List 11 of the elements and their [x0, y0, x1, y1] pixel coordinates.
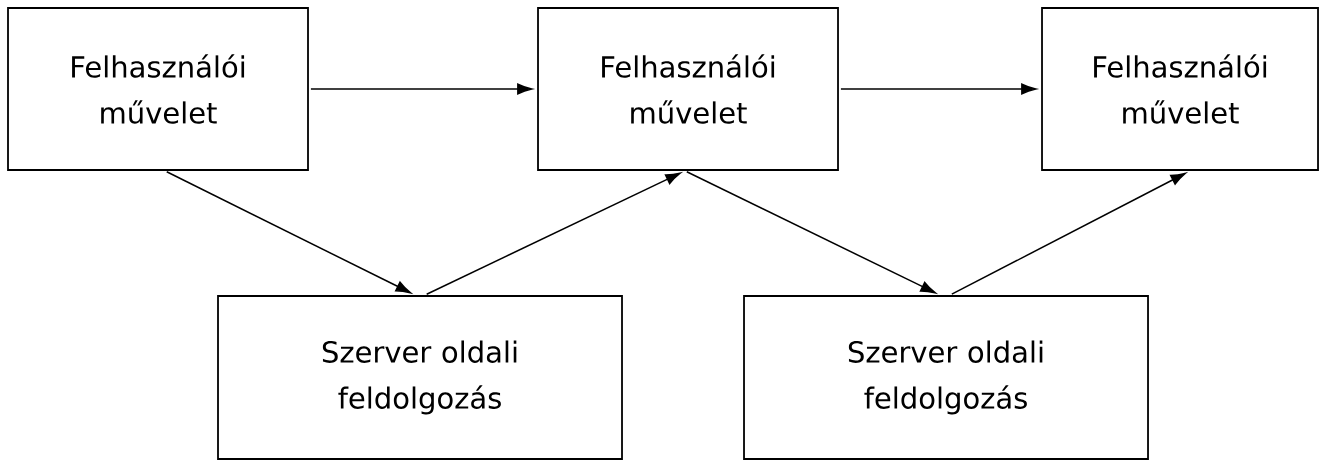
arrow	[425, 172, 681, 295]
arrow	[686, 171, 936, 294]
action-box: Felhasználói művelet	[537, 7, 839, 171]
action-box: Felhasználói művelet	[1041, 7, 1319, 171]
arrow	[951, 172, 1186, 295]
arrow	[310, 83, 533, 95]
arrow	[840, 83, 1037, 95]
server-box: Szerver oldali feldolgozás	[743, 295, 1149, 460]
server-box: Szerver oldali feldolgozás	[217, 295, 623, 460]
arrow	[166, 171, 411, 294]
action-box: Felhasználói művelet	[7, 7, 309, 171]
